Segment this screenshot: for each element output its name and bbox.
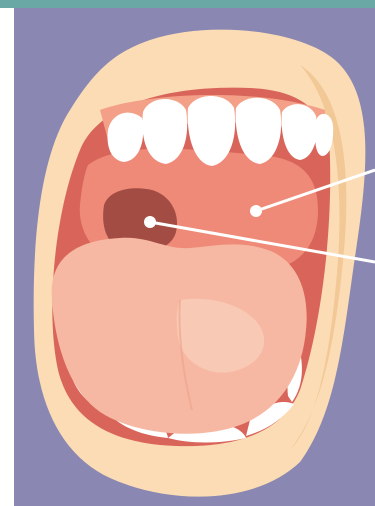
left-strip [0,8,14,506]
